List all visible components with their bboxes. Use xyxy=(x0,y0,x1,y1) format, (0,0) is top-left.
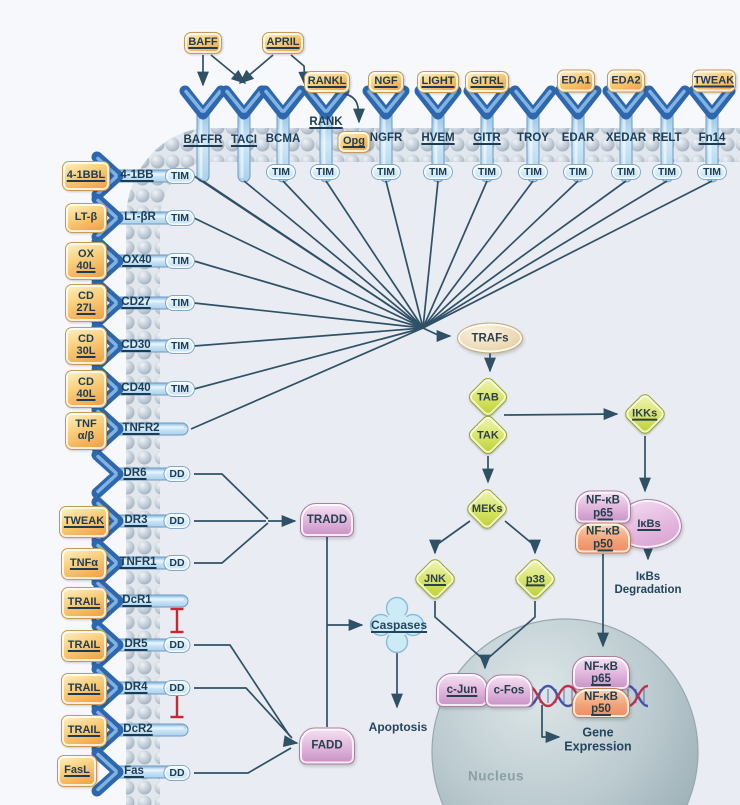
receptor-label-troy: TROY xyxy=(517,132,549,144)
tim-pill: TIM xyxy=(696,164,728,180)
ligand-tnfa[interactable]: TNFα xyxy=(61,548,107,580)
tim-pill: TIM xyxy=(610,164,642,180)
receptor-label-fn14[interactable]: Fn14 xyxy=(698,132,726,144)
node-cjun[interactable]: c-Jun xyxy=(436,673,488,707)
receptor-label-41bb[interactable]: 4-1BB xyxy=(120,169,154,181)
receptor-label-fas[interactable]: Fas xyxy=(124,765,144,777)
ligand-gitrl[interactable]: GITRL xyxy=(465,71,509,93)
node-tradd: TRADD xyxy=(300,503,354,537)
decoy-opg[interactable]: Opg xyxy=(337,131,371,153)
receptor-label-taci[interactable]: TACI xyxy=(231,134,257,146)
receptor-label-rank[interactable]: RANK xyxy=(309,116,343,128)
label-apoptosis: Apoptosis xyxy=(368,720,428,734)
receptor-label-hvem[interactable]: HVEM xyxy=(421,132,455,144)
caspases-shape xyxy=(369,596,425,654)
ligand-light[interactable]: LIGHT xyxy=(417,71,459,93)
ligand-ngf[interactable]: NGF xyxy=(368,71,404,93)
receptor-label-ngfr: NGFR xyxy=(369,132,403,144)
receptor-label-gitr[interactable]: GITR xyxy=(473,132,501,144)
receptor-label-ox40[interactable]: OX40 xyxy=(122,254,152,266)
tim-pill: TIM xyxy=(164,210,196,226)
receptor-label-dcr1[interactable]: DcR1 xyxy=(122,594,152,606)
node-trafs: TRAFs xyxy=(457,322,523,354)
receptor-label-tnfr1[interactable]: TNFR1 xyxy=(119,556,157,568)
tim-pill: TIM xyxy=(517,164,549,180)
tim-pill: TIM xyxy=(164,295,196,311)
tim-pill: TIM xyxy=(164,381,196,397)
receptor-label-ltbr: LT-βR xyxy=(124,211,156,223)
ligand-trail-2[interactable]: TRAIL xyxy=(61,630,107,662)
dd-pill: DD xyxy=(163,466,191,482)
receptor-label-cd40[interactable]: CD40 xyxy=(121,382,151,394)
label-nucleus: Nucleus xyxy=(467,768,525,784)
node-cfos: c-Fos xyxy=(485,674,533,708)
dd-pill: DD xyxy=(163,637,191,653)
ligand-trail-3[interactable]: TRAIL xyxy=(61,673,107,705)
dd-pill: DD xyxy=(163,680,191,696)
receptor-label-dr3[interactable]: DR3 xyxy=(124,514,148,526)
tim-pill: TIM xyxy=(471,164,503,180)
receptor-label-cd30[interactable]: CD30 xyxy=(121,339,151,351)
dd-pill: DD xyxy=(163,765,191,781)
ligand-trail-1[interactable]: TRAIL xyxy=(61,587,107,619)
ligand-april[interactable]: APRIL xyxy=(262,32,304,54)
tim-pill: TIM xyxy=(164,253,196,269)
dd-pill: DD xyxy=(163,555,191,571)
ligand-ltb: LT-β xyxy=(65,203,107,233)
tim-pill: TIM xyxy=(562,164,594,180)
receptor-label-dr6[interactable]: DR6 xyxy=(123,467,147,479)
receptor-label-baffr[interactable]: BAFFR xyxy=(183,134,223,146)
ligand-41bbl[interactable]: 4-1BBL xyxy=(62,161,110,191)
receptor-label-dr5[interactable]: DR5 xyxy=(124,638,148,650)
ligand-eda2: EDA2 xyxy=(607,69,645,93)
receptor-label-dr4[interactable]: DR4 xyxy=(124,681,148,693)
receptor-label-tnfr2[interactable]: TNFR2 xyxy=(122,422,160,434)
ligand-tweak-left[interactable]: TWEAK xyxy=(59,506,109,538)
ligand-fasl[interactable]: FasL xyxy=(57,755,97,787)
tim-pill: TIM xyxy=(265,164,297,180)
receptor-label-edar: EDAR xyxy=(561,132,595,144)
ligand-trail-4[interactable]: TRAIL xyxy=(61,715,107,747)
receptor-label-relt: RELT xyxy=(652,132,682,144)
dd-pill: DD xyxy=(163,513,191,529)
tim-pill: TIM xyxy=(164,168,196,184)
node-fadd: FADD xyxy=(299,727,355,765)
receptor-label-dcr2[interactable]: DcR2 xyxy=(123,723,153,735)
receptor-label-xedar: XEDAR xyxy=(605,132,647,144)
ligand-rankl[interactable]: RANKL xyxy=(304,71,350,93)
receptor-label-bcma: BCMA xyxy=(265,133,301,145)
tim-pill: TIM xyxy=(370,164,402,180)
nucleus-circle xyxy=(431,618,699,805)
ligand-baff[interactable]: BAFF xyxy=(184,32,222,54)
receptor-label-cd27[interactable]: CD27 xyxy=(121,296,151,308)
tim-pill: TIM xyxy=(651,164,683,180)
ligand-tweak-top[interactable]: TWEAK xyxy=(692,69,736,93)
tim-pill: TIM xyxy=(422,164,454,180)
tim-pill: TIM xyxy=(309,164,341,180)
connector-lines xyxy=(190,54,713,774)
inhibition-bars xyxy=(170,607,184,719)
tim-pill: TIM xyxy=(164,338,196,354)
ligand-eda1: EDA1 xyxy=(557,69,595,93)
node-caspases[interactable]: Caspases xyxy=(370,618,428,632)
